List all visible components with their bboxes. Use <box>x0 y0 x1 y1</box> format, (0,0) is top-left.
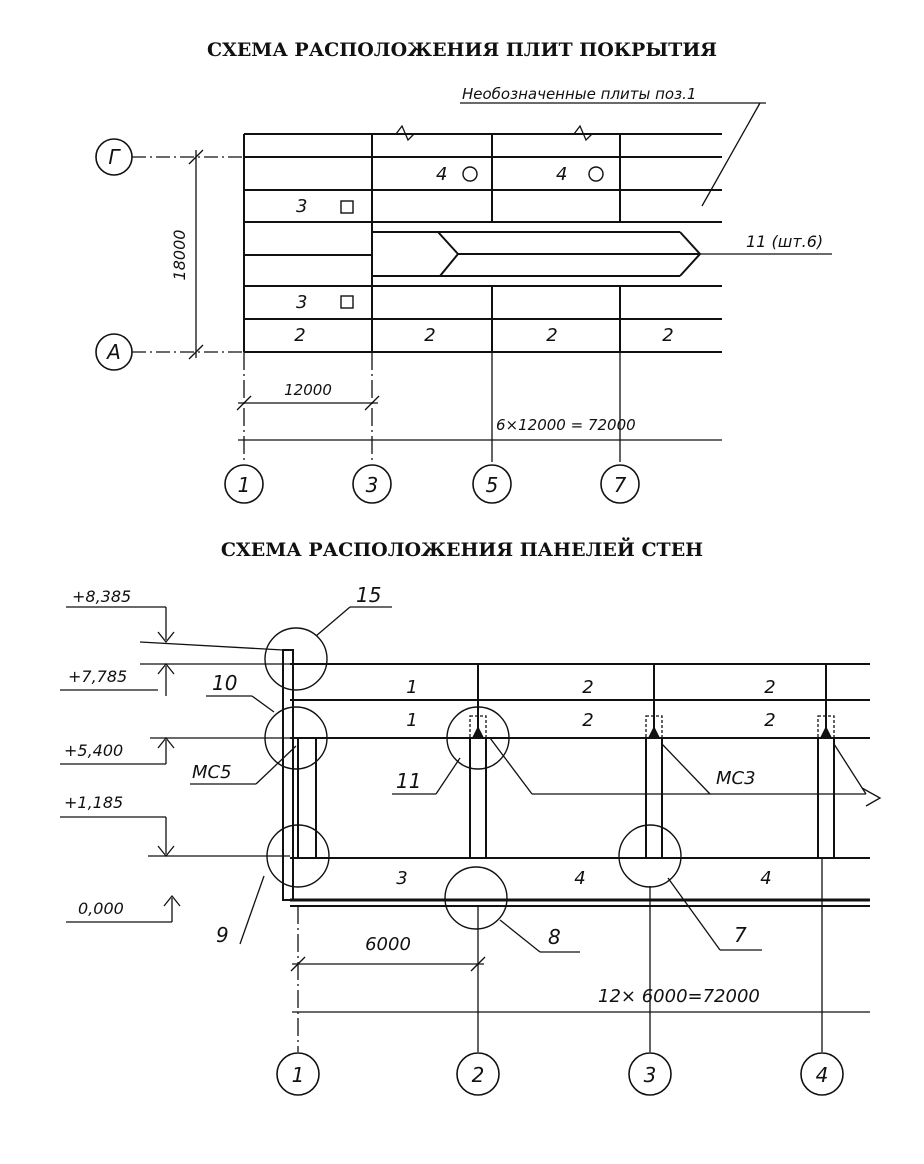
slab-marker-square <box>340 295 354 309</box>
wall-axis-3: 3 <box>644 1063 657 1087</box>
level-7785: +7,785 <box>68 667 127 686</box>
callout-8: 8 <box>548 925 561 949</box>
wall-axis-1: 1 <box>292 1063 305 1087</box>
wall-axis-2: 2 <box>472 1063 485 1087</box>
detail-circles <box>264 627 682 930</box>
svg-text:Г: Г <box>108 145 121 169</box>
roof-dim-height: 18000 <box>170 149 204 360</box>
callout-10: 10 <box>212 671 237 695</box>
roof-dim-total: 6×12000 = 72000 <box>496 416 636 434</box>
roof-callout-11: 11 (шт.6) <box>700 232 832 255</box>
roof-axis-7: 7 <box>614 473 627 497</box>
slab-label-3b: 3 <box>296 292 307 313</box>
roof-column-axes: 12000 6×12000 = 72000 1 3 5 7 <box>224 286 722 504</box>
callout-ms3: МС3 <box>716 768 756 789</box>
roof-note-leader: Необозначенные плиты поз.1 <box>460 85 766 207</box>
panel-label-2a: 2 <box>582 677 593 698</box>
slab-label-2b: 2 <box>424 325 435 346</box>
callout-15: 15 <box>356 583 381 607</box>
callout-11: 11 <box>396 769 421 793</box>
roof-row-axis-a: А <box>95 333 244 371</box>
panel-label-3: 3 <box>396 868 407 889</box>
panel-label-2b: 2 <box>764 677 775 698</box>
callout-ms5: МС5 <box>192 762 232 783</box>
roof-axis-5: 5 <box>486 473 499 497</box>
svg-text:11 (шт.6): 11 (шт.6) <box>746 232 823 251</box>
wall-column-axes: 6000 12× 6000=72000 1 2 3 4 <box>276 858 870 1096</box>
roof-note: Необозначенные плиты поз.1 <box>462 85 696 103</box>
roof-dim-bay: 12000 <box>284 381 332 399</box>
slab-label-2a: 2 <box>294 325 305 346</box>
slab-label-2c: 2 <box>546 325 557 346</box>
slab-label-4b: 4 <box>556 164 567 185</box>
wall-panel-grid <box>282 649 882 907</box>
slab-marker-circle <box>588 166 604 182</box>
panel-label-1a: 1 <box>406 677 417 698</box>
slab-label-2d: 2 <box>662 325 673 346</box>
roof-title: СХЕМА РАСПОЛОЖЕНИЯ ПЛИТ ПОКРЫТИЯ <box>207 39 717 61</box>
slab-marker-square <box>340 200 354 214</box>
slab-marker-circle <box>462 166 478 182</box>
wall-dim-total: 12× 6000=72000 <box>598 986 760 1007</box>
roof-axis-1: 1 <box>238 473 251 497</box>
panel-label-2c: 2 <box>582 710 593 731</box>
svg-text:А: А <box>105 340 121 364</box>
callout-7: 7 <box>734 923 747 947</box>
level-0000: 0,000 <box>78 899 124 918</box>
panel-label-1b: 1 <box>406 710 417 731</box>
slab-label-4a: 4 <box>436 164 447 185</box>
wall-dim-bay: 6000 <box>365 934 411 955</box>
level-marks: +8,385 +7,785 +5,400 +1,185 0,000 <box>60 587 290 923</box>
roof-axis-3: 3 <box>366 473 379 497</box>
wall-axis-4: 4 <box>816 1063 829 1087</box>
level-5400: +5,400 <box>64 741 123 760</box>
panel-label-2d: 2 <box>764 710 775 731</box>
wall-callouts: 15 10 МС5 11 МС3 9 8 7 <box>190 583 867 953</box>
walls-title: СХЕМА РАСПОЛОЖЕНИЯ ПАНЕЛЕЙ СТЕН <box>221 537 703 561</box>
roof-slab-grid <box>243 124 722 353</box>
callout-9: 9 <box>216 923 229 947</box>
panel-label-4a: 4 <box>574 868 585 889</box>
svg-text:18000: 18000 <box>170 230 189 281</box>
roof-row-axis-g: Г <box>95 138 244 176</box>
panel-label-4b: 4 <box>760 868 771 889</box>
level-8385: +8,385 <box>72 587 131 606</box>
slab-label-3a: 3 <box>296 196 307 217</box>
level-1185: +1,185 <box>64 793 123 812</box>
